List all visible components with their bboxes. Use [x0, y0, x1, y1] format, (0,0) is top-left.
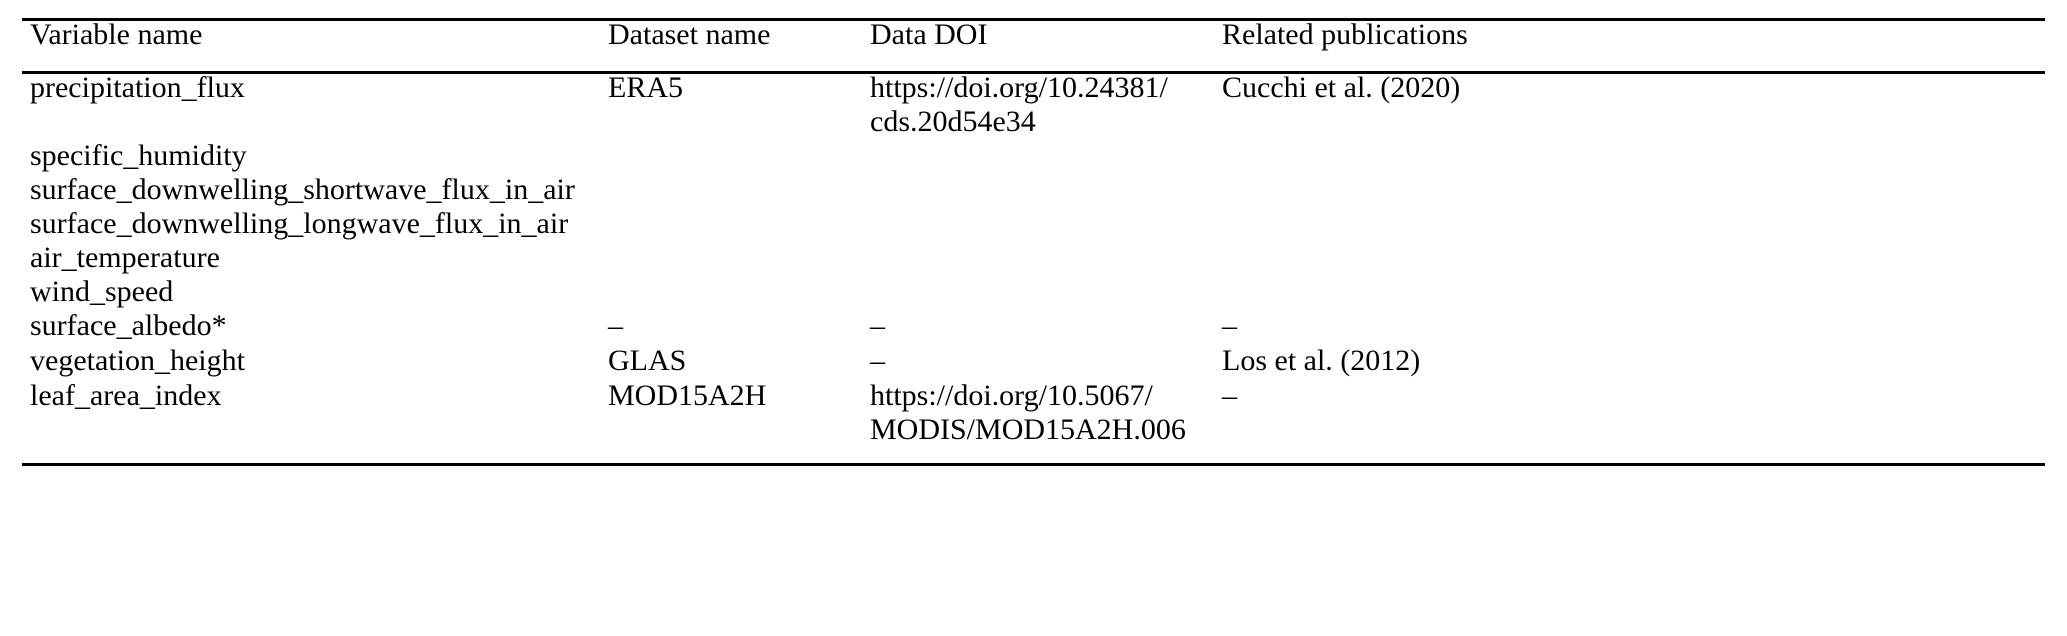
- column-header-dataset-name: Dataset name: [608, 18, 771, 51]
- related-publication-cell: –: [1222, 309, 2037, 344]
- variable-name-cell: surface_albedo*: [30, 309, 608, 344]
- table-row: leaf_area_index MOD15A2H https://doi.org…: [30, 379, 2037, 447]
- doi-line-1: https://doi.org/10.5067/: [870, 378, 1153, 412]
- related-publication-value: Cucchi et al. (2020): [1222, 71, 1461, 104]
- related-publication-value: Los et al. (2012): [1222, 343, 1421, 377]
- variable-name-list: precipitation_flux specific_humidity sur…: [30, 71, 608, 309]
- data-doi-cell: –: [870, 309, 1222, 344]
- list-item: precipitation_flux: [30, 71, 245, 104]
- related-publication-cell: Cucchi et al. (2020): [1222, 71, 2037, 309]
- column-header-data-doi: Data DOI: [870, 18, 988, 51]
- list-item: surface_downwelling_shortwave_flux_in_ai…: [30, 173, 575, 206]
- data-doi-cell: https://doi.org/10.24381/ cds.20d54e34: [870, 71, 1222, 309]
- dataset-name-cell: GLAS: [608, 344, 870, 379]
- related-publication-value: –: [1222, 309, 1237, 342]
- dataset-name-value: –: [608, 309, 623, 342]
- table-header-row: Variable name Dataset name Data DOI Rela…: [30, 18, 2037, 71]
- dataset-name-value: ERA5: [608, 71, 683, 104]
- dataset-name-value: GLAS: [608, 343, 687, 377]
- dataset-name-cell: MOD15A2H: [608, 379, 870, 447]
- doi-line-2: cds.20d54e34: [870, 105, 1036, 138]
- doi-line-1: –: [870, 309, 885, 342]
- list-item-spacer: [30, 105, 608, 139]
- doi-line-1: https://doi.org/10.24381/: [870, 71, 1168, 104]
- table-row: vegetation_height GLAS – Los et al. (201…: [30, 344, 2037, 379]
- table-top-rule: [22, 18, 2045, 21]
- doi-line-2: MODIS/MOD15A2H.006: [870, 412, 1186, 446]
- table-row: precipitation_flux specific_humidity sur…: [30, 71, 2037, 309]
- variable-name-value: surface_albedo*: [30, 309, 227, 342]
- related-publication-value: –: [1222, 378, 1237, 412]
- dataset-name-cell: ERA5: [608, 71, 870, 309]
- variable-name-value: leaf_area_index: [30, 378, 222, 412]
- doi-line-1: –: [870, 343, 885, 377]
- list-item: air_temperature: [30, 241, 220, 274]
- variable-name-group-cell: precipitation_flux specific_humidity sur…: [30, 71, 608, 309]
- data-doi-cell: –: [870, 344, 1222, 379]
- table-row: surface_albedo* – – –: [30, 309, 2037, 344]
- column-header-related-publications: Related publications: [1222, 18, 1468, 51]
- variable-name-cell: vegetation_height: [30, 344, 608, 379]
- list-item: wind_speed: [30, 275, 174, 308]
- data-doi-cell: https://doi.org/10.5067/ MODIS/MOD15A2H.…: [870, 379, 1222, 447]
- variables-table: Variable name Dataset name Data DOI Rela…: [30, 18, 2037, 447]
- variable-name-cell: leaf_area_index: [30, 379, 608, 447]
- list-item: surface_downwelling_longwave_flux_in_air: [30, 207, 569, 240]
- dataset-name-cell: –: [608, 309, 870, 344]
- dataset-name-value: MOD15A2H: [608, 378, 767, 412]
- related-publication-cell: –: [1222, 379, 2037, 447]
- table-header-rule: [22, 71, 2045, 74]
- related-publication-cell: Los et al. (2012): [1222, 344, 2037, 379]
- column-header-variable-name: Variable name: [30, 18, 203, 51]
- variable-name-value: vegetation_height: [30, 343, 245, 377]
- list-item: specific_humidity: [30, 139, 247, 172]
- table-bottom-rule: [22, 463, 2045, 466]
